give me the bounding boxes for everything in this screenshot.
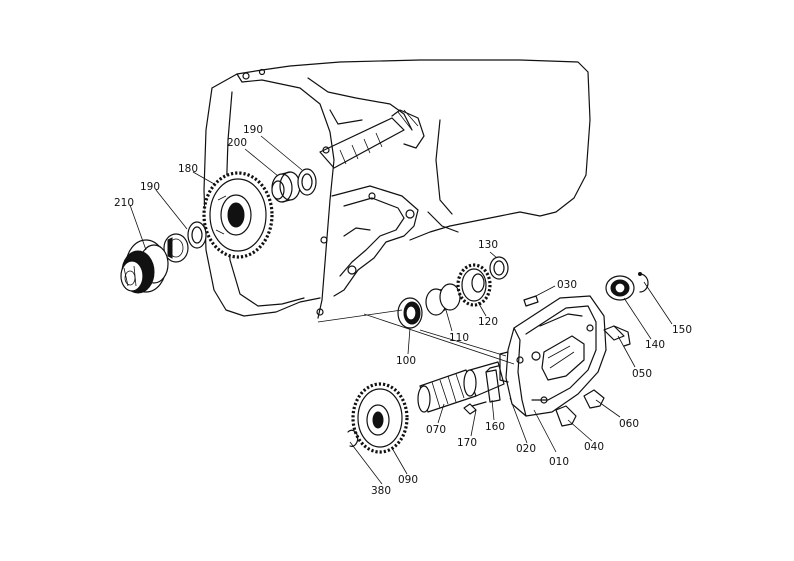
transmission-housing xyxy=(203,59,591,319)
callout-120: 120 xyxy=(478,316,498,328)
shaft-070 xyxy=(417,361,505,413)
bolt-170 xyxy=(463,401,487,415)
bushing-200 xyxy=(271,171,301,203)
callout-050: 050 xyxy=(632,368,652,380)
bearing-100 xyxy=(397,297,423,329)
pin-030 xyxy=(523,295,539,307)
callout-130: 130 xyxy=(478,239,498,251)
callout-190-lower: 190 xyxy=(140,181,160,193)
callout-200: 200 xyxy=(227,137,247,149)
callout-labels: 210 190 180 200 190 130 030 150 140 050 … xyxy=(114,124,692,497)
flange-210 xyxy=(120,239,169,294)
callout-020: 020 xyxy=(516,443,536,455)
callout-180: 180 xyxy=(178,163,198,175)
bolt-050 xyxy=(603,325,631,347)
callout-100: 100 xyxy=(396,355,416,367)
callout-150: 150 xyxy=(672,324,692,336)
bearing-140 xyxy=(605,275,635,301)
bolt-060 xyxy=(583,389,605,409)
ring-130 xyxy=(489,256,509,280)
callout-070: 070 xyxy=(426,424,446,436)
assembly-axis-lines xyxy=(317,309,515,365)
callout-090: 090 xyxy=(398,474,418,486)
callout-040: 040 xyxy=(584,441,604,453)
washer-190-lower xyxy=(187,221,207,249)
callout-210: 210 xyxy=(114,197,134,209)
callout-190-upper: 190 xyxy=(243,124,263,136)
gear-180 xyxy=(202,171,274,259)
callout-160: 160 xyxy=(485,421,505,433)
callout-110: 110 xyxy=(449,332,469,344)
upper-shaft xyxy=(319,109,425,169)
collar-110 xyxy=(425,283,461,316)
snap-ring-380 xyxy=(347,429,359,447)
callout-380: 380 xyxy=(371,485,391,497)
snap-ring-150 xyxy=(638,272,649,293)
gear-090 xyxy=(351,382,409,454)
plate-160 xyxy=(485,365,501,403)
washer-190-upper xyxy=(297,168,317,196)
callout-060: 060 xyxy=(619,418,639,430)
bearing-lower xyxy=(163,233,189,263)
gear-120 xyxy=(456,263,492,307)
bolt-040 xyxy=(555,405,577,427)
callout-170: 170 xyxy=(457,437,477,449)
cover-housing-020 xyxy=(499,295,607,417)
callout-030: 030 xyxy=(557,279,577,291)
callout-010: 010 xyxy=(549,456,569,468)
leader-lines xyxy=(129,135,673,485)
callout-140: 140 xyxy=(645,339,665,351)
